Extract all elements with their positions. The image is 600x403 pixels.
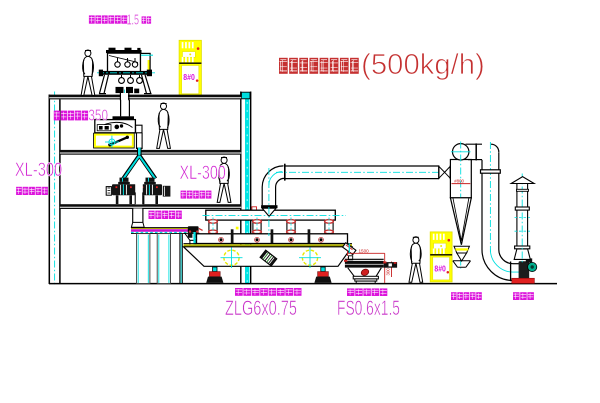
- svg-text:8#0: 8#0: [434, 264, 446, 273]
- svg-text:XL-300: XL-300: [15, 160, 62, 181]
- svg-text:300: 300: [386, 268, 391, 276]
- svg-text:1.5: 1.5: [127, 12, 139, 29]
- svg-text:1500: 1500: [359, 248, 370, 253]
- svg-text:FS0.6x1.5: FS0.6x1.5: [337, 297, 400, 320]
- svg-text:350: 350: [88, 108, 108, 125]
- svg-text:ZLG6x0.75: ZLG6x0.75: [225, 297, 297, 320]
- svg-text:(500kg/h): (500kg/h): [361, 49, 485, 81]
- svg-text:#800: #800: [454, 179, 464, 184]
- svg-text:XL-300: XL-300: [180, 163, 226, 184]
- svg-text:8#0: 8#0: [183, 73, 195, 82]
